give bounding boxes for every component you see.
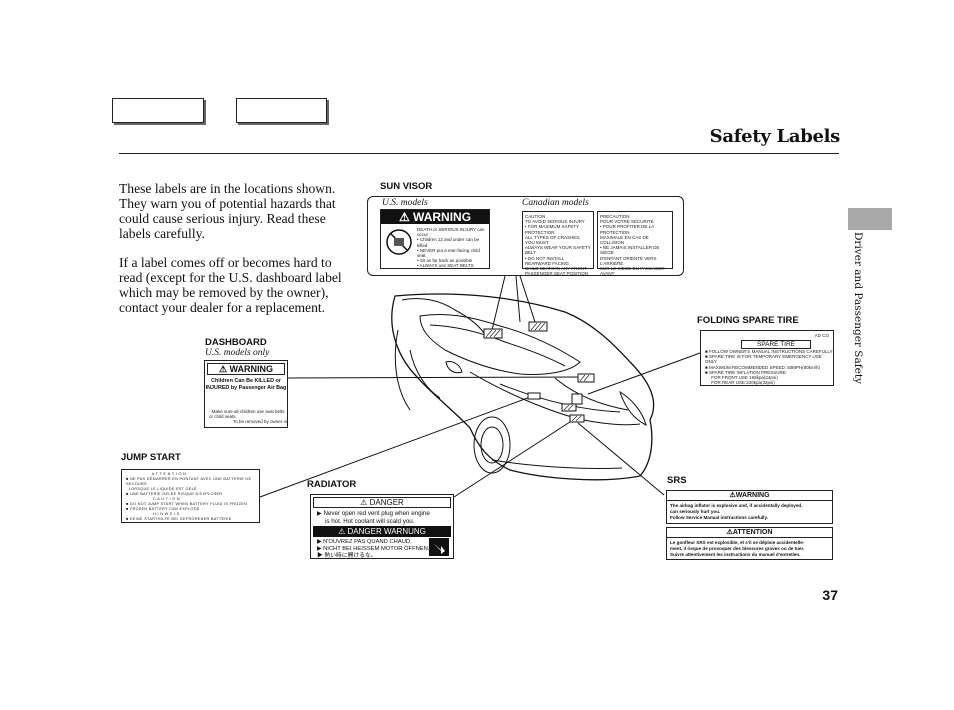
- dashboard-warning: WARNING: [229, 364, 274, 374]
- arrow-icon: ▶: [317, 539, 324, 545]
- srs-warning-line-3: Follow Service Manual instructions caref…: [670, 515, 768, 520]
- folding-spare-tire-label: AD CO SPARE TIRE ■ FOLLOW OWNER'S MANUAL…: [700, 330, 834, 386]
- srs-attention-line-2: ment, il risque de provoquer des blessur…: [670, 546, 805, 551]
- dashboard-caption: U.S. models only: [205, 348, 270, 358]
- radiator-french: N'OUVREZ PAS QUAND CHAUD.: [323, 539, 412, 545]
- dashboard-label: ⚠ WARNING Children Can Be KILLED or INJU…: [204, 360, 288, 428]
- sun-visor-warning: WARNING: [413, 210, 472, 224]
- radiator-line-2: is hot. Hot coolant will scald you.: [325, 517, 415, 525]
- dashboard-line-2: INJURED by Passenger Air Bag: [205, 385, 287, 391]
- warning-triangle-icon: ⚠: [360, 498, 368, 507]
- radiator-title: RADIATOR: [307, 479, 357, 490]
- arrow-icon: ▶: [317, 510, 324, 517]
- warning-triangle-icon: ⚠: [338, 527, 346, 536]
- srs-warning-line-1: The airbag inflator is explosive and, if…: [670, 503, 803, 508]
- srs-warning-line-2: can seriously hurt you.: [670, 509, 721, 514]
- sun-visor-us-caption: U.S. models: [382, 198, 428, 208]
- no-child-seat-icon: [386, 229, 412, 255]
- warning-triangle-icon: ⚠: [218, 364, 228, 374]
- radiator-line-1: Never open red vent plug when engine: [323, 510, 430, 517]
- radiator-label: ⚠ DANGER ▶ Never open red vent plug when…: [310, 494, 454, 559]
- srs-attention: ATTENTION: [732, 529, 773, 536]
- radiator-danger: DANGER: [369, 498, 404, 507]
- warning-triangle-icon: ⚠: [726, 529, 733, 536]
- intro-paragraph-2: If a label comes off or becomes hard to …: [119, 255, 342, 315]
- radiator-german: NICHT BEI HEISSEM MOTOR ÖFFNEN.: [323, 546, 430, 552]
- arrow-icon: ▶: [317, 553, 325, 559]
- nav-box-right[interactable]: [236, 98, 327, 123]
- jump-start-title: JUMP START: [121, 452, 181, 463]
- folding-spare-tire-title: FOLDING SPARE TIRE: [697, 315, 799, 326]
- section-tab-label: Driver and Passenger Safety: [852, 232, 864, 384]
- srs-attention-line-1: Le gonfleur SRS est explosible, et s'il …: [670, 540, 805, 545]
- dashboard-title: DASHBOARD: [205, 337, 267, 348]
- sun-visor-label: U.S. models Canadian models ⚠ WARNING DE…: [367, 196, 684, 276]
- hand-arrow-icon: [429, 538, 449, 556]
- srs-warning: WARNING: [735, 492, 770, 499]
- spare-tire-heading: SPARE TIRE: [741, 340, 811, 349]
- intro-paragraph-1: These labels are in the locations shown.…: [119, 181, 336, 241]
- radiator-danger-2: DANGER WARNUNG: [347, 527, 426, 536]
- page-number: 37: [822, 587, 838, 603]
- srs-label: ⚠WARNING The airbag inflator is explosiv…: [666, 490, 833, 560]
- jump-start-label: A T T E N T I O N ■ NE PAS DÉMARRER EN P…: [121, 469, 260, 523]
- title-rule: [119, 153, 839, 154]
- sun-visor-title: SUN VISOR: [380, 181, 433, 192]
- sun-visor-ca-caption: Canadian models: [522, 198, 589, 208]
- page-title: Safety Labels: [709, 126, 841, 147]
- srs-attention-line-3: Suivre attentivement les instructions du…: [670, 552, 801, 557]
- srs-title: SRS: [667, 475, 687, 486]
- arrow-icon: ▶: [317, 546, 324, 552]
- warning-triangle-icon: ⚠: [398, 210, 410, 224]
- nav-box-left[interactable]: [112, 98, 204, 123]
- section-tab: [848, 208, 892, 230]
- dashboard-line-1: Children Can Be KILLED or: [211, 378, 281, 384]
- warning-triangle-icon: ⚠: [729, 492, 736, 499]
